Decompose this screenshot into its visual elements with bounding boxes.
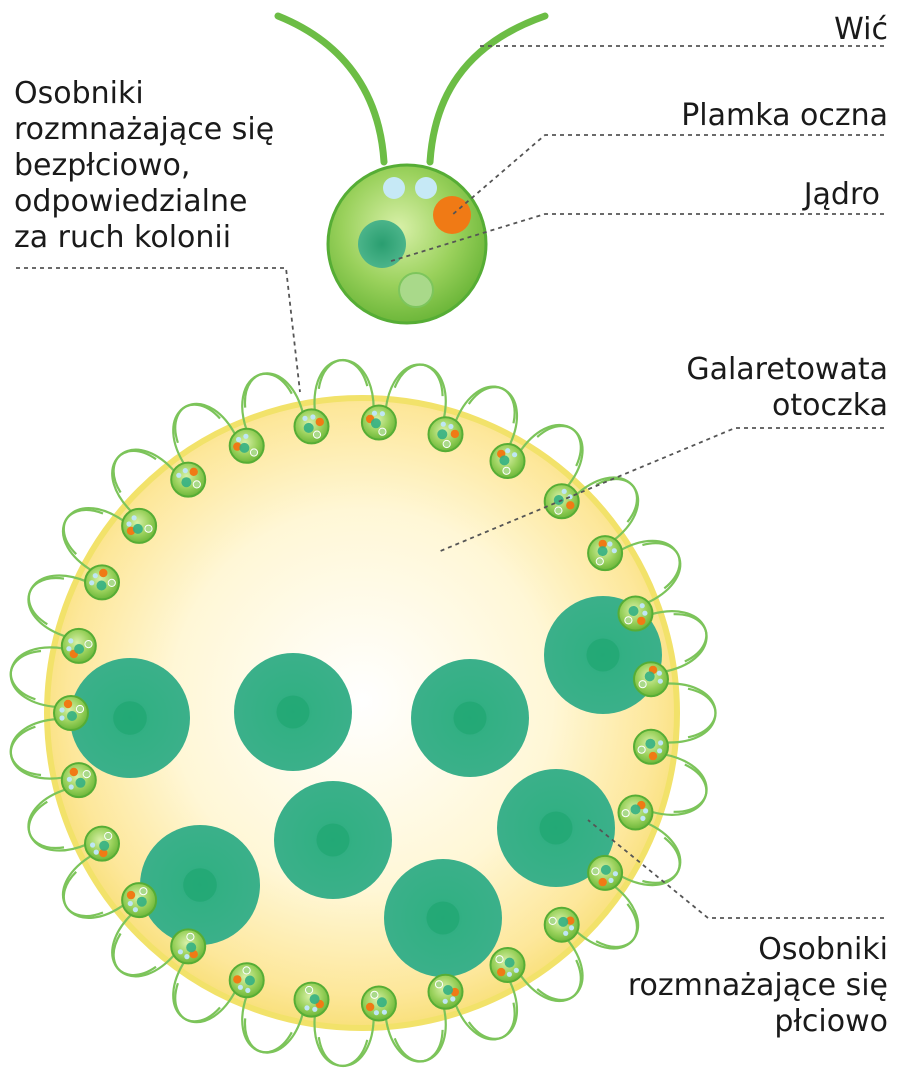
- somatic-cell-icon: [84, 564, 120, 601]
- somatic-cell-icon: [84, 825, 120, 862]
- somatic-cell-icon: [228, 962, 265, 999]
- somatic-cell-icon: [360, 985, 397, 1022]
- gonidium-icon: [140, 825, 260, 945]
- colony-flagella: [9, 359, 717, 1067]
- single-cell: [274, 12, 549, 325]
- somatic-cell-icon: [543, 906, 580, 943]
- label-asexual-individuals: Osobniki rozmnażające się bezpłciowo, od…: [14, 76, 275, 255]
- gonidia: [70, 596, 662, 977]
- leader-lines: [16, 45, 884, 919]
- somatic-cell-icon: [489, 443, 526, 479]
- nucleus-icon: [358, 220, 406, 268]
- pyrenoid-icon: [398, 272, 434, 308]
- leader-nucleus: [387, 213, 884, 263]
- leader-sexual: [587, 819, 884, 919]
- gonidium-icon: [384, 859, 502, 977]
- eyespot-icon: [433, 196, 471, 234]
- somatic-cell-icon: [60, 762, 97, 799]
- somatic-cell-icon: [121, 882, 158, 919]
- somatic-cell-icon: [489, 947, 526, 983]
- vacuole-icon: [415, 177, 437, 199]
- somatic-cell-icon: [617, 595, 654, 632]
- leader-eyespot: [451, 134, 884, 216]
- flagellum-icon: [426, 12, 549, 166]
- somatic-cells: [53, 404, 669, 1022]
- gonidium-icon: [70, 658, 190, 778]
- somatic-cell-icon: [427, 973, 464, 1010]
- somatic-cell-icon: [587, 535, 624, 572]
- label-eyespot: Plamka oczna: [681, 98, 888, 133]
- label-nucleus: Jądro: [803, 177, 880, 212]
- somatic-cell-icon: [121, 507, 158, 544]
- gonidium-icon: [497, 769, 615, 887]
- somatic-cell-icon: [60, 627, 97, 664]
- cell-flagella: [9, 725, 68, 850]
- colony: [9, 359, 717, 1067]
- somatic-cell-icon: [170, 928, 207, 965]
- somatic-cell-icon: [360, 404, 397, 441]
- somatic-cell-icon: [293, 408, 330, 445]
- somatic-cell-icon: [427, 416, 464, 453]
- label-flagellum: Wić: [834, 12, 888, 47]
- gonidium-icon: [411, 659, 529, 777]
- somatic-cell-icon: [228, 427, 265, 464]
- flagellum-icon: [274, 12, 388, 166]
- label-sexual-individuals: Osobniki rozmnażające się płciowo: [627, 932, 888, 1039]
- somatic-cell-icon: [633, 728, 669, 765]
- vacuole-icon: [383, 177, 405, 199]
- somatic-cell-icon: [587, 854, 624, 891]
- somatic-cell-icon: [53, 695, 89, 731]
- somatic-cell-icon: [293, 981, 330, 1018]
- somatic-cell-icon: [617, 794, 654, 831]
- gonidium-icon: [234, 653, 352, 771]
- somatic-cell-icon: [170, 461, 207, 498]
- gonidium-icon: [274, 781, 392, 899]
- label-gelatinous-envelope: Galaretowata otoczka: [686, 352, 888, 423]
- leader-asexual: [16, 267, 301, 393]
- leader-envelope: [437, 427, 884, 553]
- somatic-cell-icon: [633, 661, 669, 698]
